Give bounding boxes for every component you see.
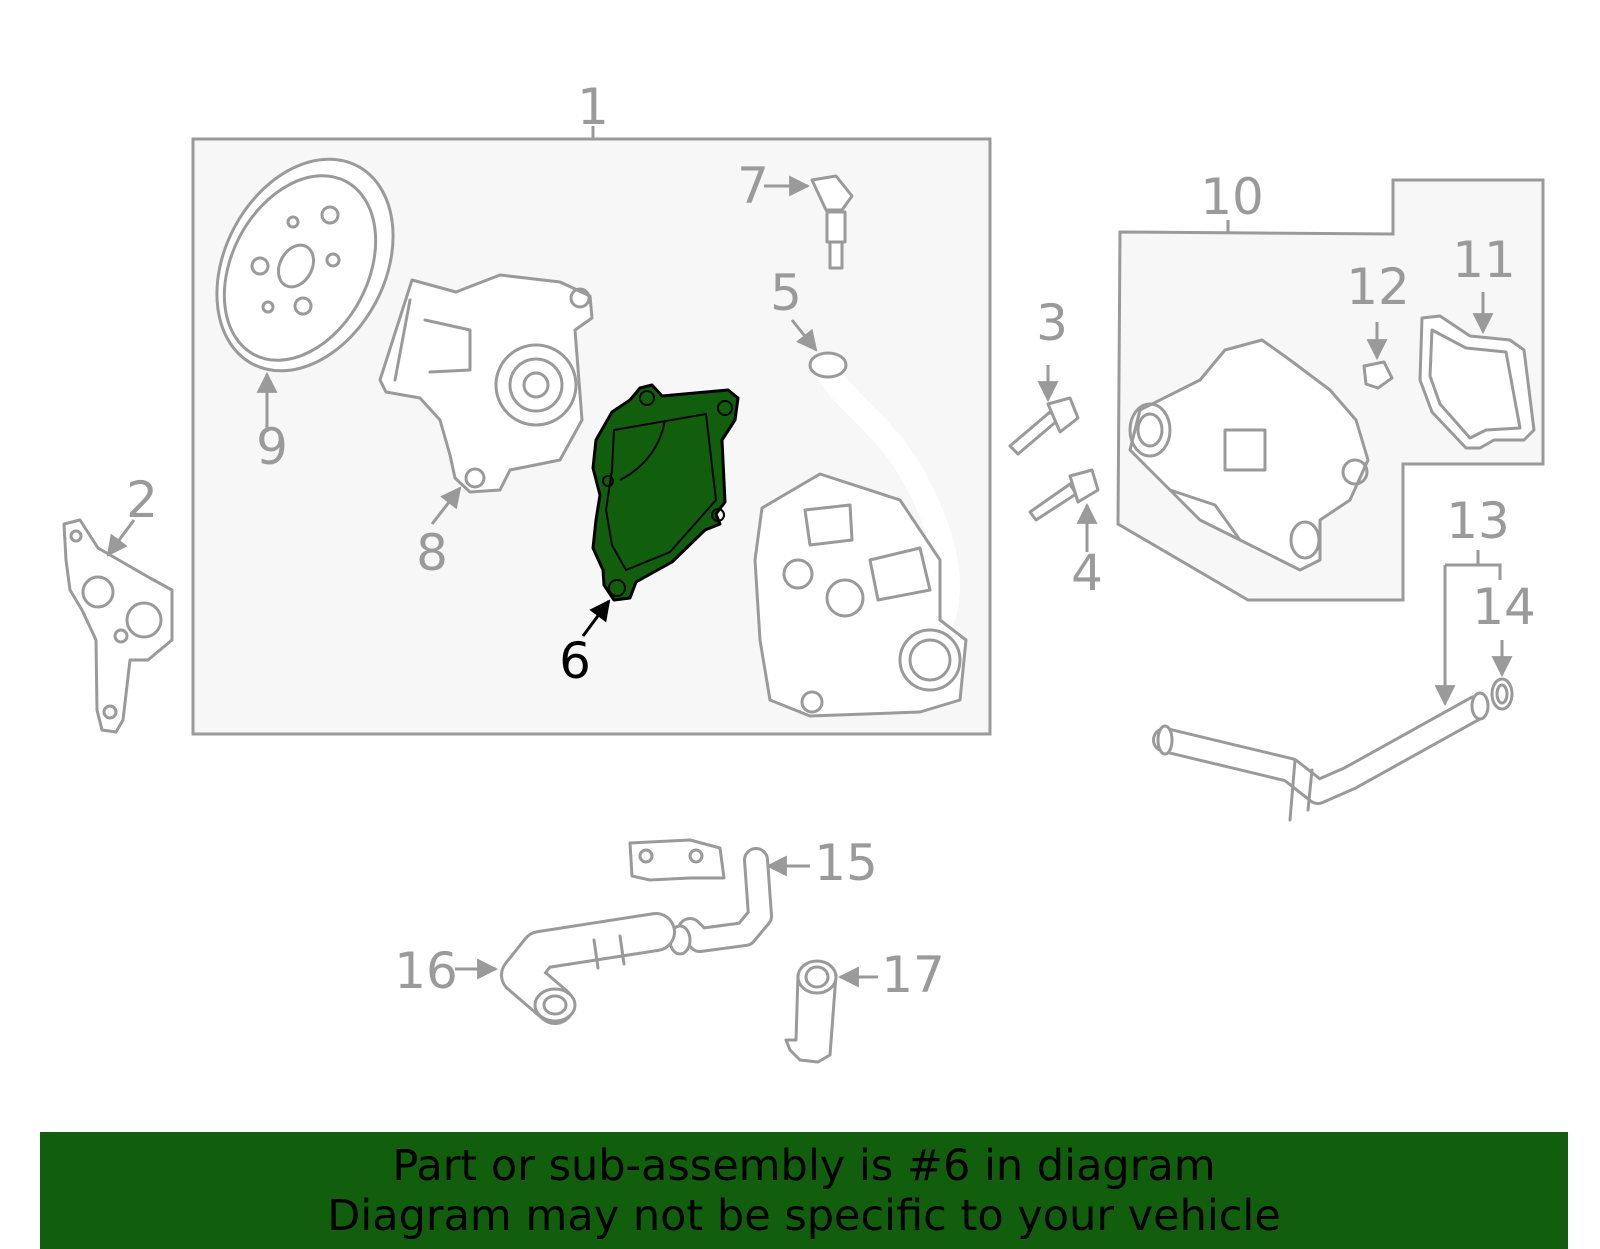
banner-line-1: Part or sub-assembly is #6 in diagram <box>392 1140 1216 1191</box>
coolant-pipe-part-13[interactable] <box>1152 550 1502 822</box>
callout-15: 15 <box>814 834 878 892</box>
callout-9: 9 <box>256 418 288 476</box>
callout-4: 4 <box>1071 544 1103 602</box>
water-outlet-housing[interactable] <box>753 472 968 718</box>
tube-part-15[interactable] <box>628 838 810 956</box>
sensor-part-7[interactable] <box>764 174 854 270</box>
clip-part-12[interactable] <box>1362 322 1394 390</box>
o-ring-part-14[interactable] <box>1490 640 1514 711</box>
callout-16: 16 <box>394 942 458 1000</box>
coolant-tube-part-5[interactable] <box>790 319 960 647</box>
banner-line-2: Diagram may not be specific to your vehi… <box>327 1190 1281 1241</box>
gasket-part-6[interactable] <box>581 383 740 637</box>
callout-8: 8 <box>416 524 448 582</box>
hose-part-16[interactable] <box>455 912 676 1025</box>
callout-13: 13 <box>1446 492 1510 550</box>
gasket-part-2[interactable] <box>62 518 174 734</box>
callout-7: 7 <box>737 157 769 215</box>
gasket-part-11[interactable] <box>1418 292 1536 450</box>
callout-11: 11 <box>1452 231 1516 289</box>
thermostat-housing[interactable] <box>1128 338 1370 572</box>
callout-14: 14 <box>1472 578 1536 636</box>
info-banner: Part or sub-assembly is #6 in diagram Di… <box>40 1132 1568 1249</box>
water-pump-part-8[interactable] <box>378 273 594 525</box>
callout-2: 2 <box>126 471 158 529</box>
bolt-part-3[interactable] <box>1008 365 1080 456</box>
callout-6: 6 <box>559 632 591 690</box>
fitting-part-17[interactable] <box>784 959 878 1064</box>
callout-12: 12 <box>1346 258 1410 316</box>
callout-10: 10 <box>1200 168 1264 226</box>
callout-17: 17 <box>881 946 945 1004</box>
pulley-part-9[interactable] <box>182 129 428 432</box>
callout-1: 1 <box>577 78 609 136</box>
bolt-part-4[interactable] <box>1028 468 1100 552</box>
callout-3: 3 <box>1036 294 1068 352</box>
callout-5: 5 <box>770 264 802 322</box>
